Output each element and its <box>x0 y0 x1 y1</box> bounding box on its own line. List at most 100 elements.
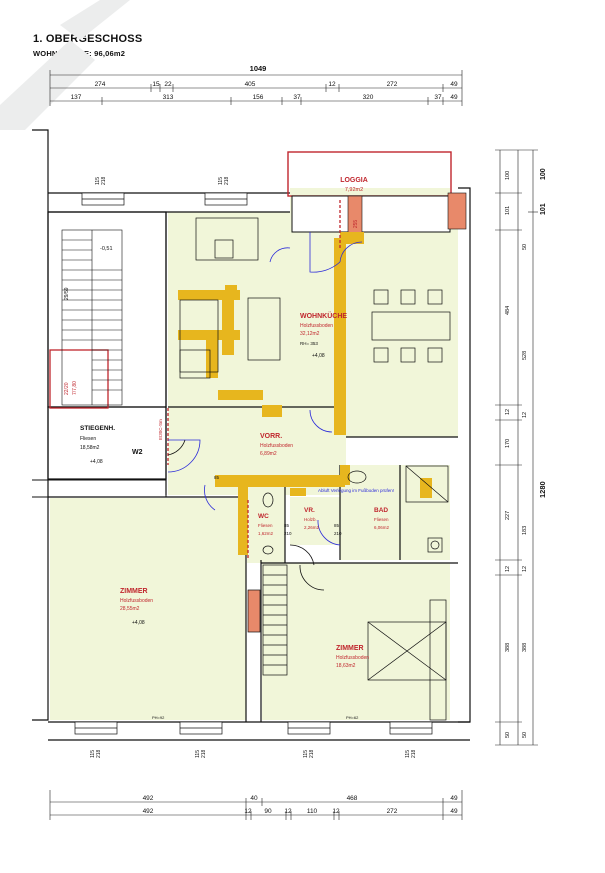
dim-right-1: 100 <box>505 171 511 180</box>
zimmer2-note: PH=62 <box>346 715 359 720</box>
demolish-walls <box>49 200 341 560</box>
bad-area: 6,06m2 <box>374 525 390 530</box>
door-dim-4: 210 <box>334 531 342 536</box>
dim-right-15: 388 <box>522 643 528 652</box>
wc-area: 1,62m2 <box>258 531 274 536</box>
win-top-2a: 115 <box>218 177 224 185</box>
dim-right-a: 100 <box>540 168 547 180</box>
windows-bottom <box>74 721 433 735</box>
door-dim-2: 210 <box>284 531 292 536</box>
dim-right-11: 528 <box>522 351 528 360</box>
stair-label-1: 29/59 <box>64 287 70 300</box>
dim-top-14: 49 <box>450 94 458 101</box>
stair-level: -0,51 <box>100 246 113 252</box>
door-tag-w2: W2 <box>132 449 143 456</box>
loggia-area: 7,92m2 <box>345 187 363 193</box>
dim-bot-2: 40 <box>250 795 258 802</box>
top-dimension-labels: 1049 274 15 22 405 12 272 49 137 313 156… <box>71 64 458 101</box>
dim-bot-7: 90 <box>264 808 272 815</box>
dim-bot-4: 49 <box>450 795 458 802</box>
vr-floor: Holzb. <box>304 517 317 522</box>
vorraum-name: VORR. <box>260 433 282 440</box>
dim-top-2: 15 <box>152 81 160 88</box>
zimmer2-name: ZIMMER <box>336 645 364 652</box>
window-top-labels: 115 218 115 218 <box>95 176 230 185</box>
dim-top-1: 274 <box>95 81 106 88</box>
staircase: -0,51 29/59 22/20 7/7,80 <box>61 229 123 406</box>
watermark <box>0 0 130 130</box>
dim-bot-12: 49 <box>450 808 458 815</box>
wohnkueche-area: 32,12m2 <box>300 331 320 337</box>
dim-bot-1: 492 <box>143 795 154 802</box>
dim-right-6: 227 <box>505 511 511 520</box>
dim-right-16: 50 <box>522 732 528 738</box>
furniture <box>179 217 451 721</box>
bad-floor: Fliesen <box>374 517 389 522</box>
window-bottom-labels: 115 218 115 218 115 218 115 218 <box>90 749 417 758</box>
dim-bot-8: 12 <box>284 808 292 815</box>
loggia: LOGGIA 7,92m2 255 <box>287 151 467 237</box>
dim-top-7: 49 <box>450 81 458 88</box>
dim-top-4: 405 <box>245 81 256 88</box>
win-bot-4b: 218 <box>411 749 417 758</box>
win-top-1b: 218 <box>101 176 107 185</box>
vorraum-area: 6,89m2 <box>260 451 277 457</box>
stiegenhaus-floor: Fliesen <box>80 436 96 442</box>
stair-treads <box>62 239 122 391</box>
stiegenhaus-level: +4,08 <box>90 459 103 465</box>
dim-top-3: 22 <box>164 81 172 88</box>
dim-right-4: 12 <box>505 409 511 415</box>
win-bot-2b: 218 <box>201 749 207 758</box>
wohnkueche-name: WOHNKÜCHE <box>300 311 347 320</box>
win-bot-3a: 115 <box>303 750 309 758</box>
dim-bot-11: 272 <box>387 808 398 815</box>
dim-top-13: 37 <box>434 94 442 101</box>
fire-door-note: EI30C-Sm <box>158 419 163 440</box>
dim-top-8: 137 <box>71 94 82 101</box>
dim-top-6: 272 <box>387 81 398 88</box>
zimmer1-note: PH=92 <box>152 715 165 720</box>
wohnkueche-floor: Holzfussboden <box>300 323 333 329</box>
stair-label-3: 7/7,80 <box>72 381 78 395</box>
wc-name: WC <box>258 513 269 520</box>
stiegenhaus-name: STIEGENH. <box>80 425 115 432</box>
ventilation-note: Abluft Verlegung im Fußboden prüfen! <box>318 488 394 493</box>
dim-top-5: 12 <box>328 81 336 88</box>
door-dim-3: 85 <box>334 523 340 528</box>
win-bot-3b: 218 <box>309 749 315 758</box>
vorraum-floor: Holzfussboden <box>260 443 293 449</box>
win-bot-1a: 115 <box>90 750 96 758</box>
dim-right-7: 12 <box>505 566 511 572</box>
dim-right-14: 12 <box>522 566 528 572</box>
room-labels: WOHNKÜCHE Holzfussboden 32,12m2 RH= 353 … <box>80 311 394 720</box>
stiegenhaus-area: 18,58m2 <box>80 445 100 451</box>
win-top-2b: 218 <box>224 176 230 185</box>
door-dim-1: 85 <box>284 523 290 528</box>
dim-bot-6: 12 <box>244 808 252 815</box>
bottom-dimension-chain <box>49 790 463 820</box>
dim-bot-10: 12 <box>332 808 340 815</box>
dim-right-9: 50 <box>505 732 511 738</box>
wohnkueche-level: +4,08 <box>312 353 325 359</box>
dim-right-5: 170 <box>505 439 511 448</box>
dim-top-10: 156 <box>253 94 264 101</box>
room-fills <box>50 188 458 720</box>
bottom-dimension-labels: 492 40 468 49 492 12 90 12 110 12 272 49 <box>143 795 458 815</box>
zimmer1-area: 28,55m2 <box>120 606 140 612</box>
dim-right-13: 183 <box>522 526 528 535</box>
wohnkueche-note: RH= 353 <box>300 341 318 346</box>
bad-name: BAD <box>374 507 388 514</box>
zimmer1-name: ZIMMER <box>120 588 148 595</box>
dim-top-9: 313 <box>163 94 174 101</box>
dim-top-12: 320 <box>363 94 374 101</box>
door-dim-5: 85 <box>214 475 220 480</box>
zimmer1-level: +4,08 <box>132 620 145 626</box>
stair-hall-stub <box>32 479 167 498</box>
windows-top <box>81 192 248 206</box>
right-dimension-labels: 100 101 484 12 170 227 12 388 50 50 528 … <box>505 168 547 738</box>
dim-right-8: 388 <box>505 643 511 652</box>
right-dimension-chain <box>495 149 538 746</box>
top-dimension-chain <box>49 70 463 106</box>
win-bot-4a: 115 <box>405 750 411 758</box>
